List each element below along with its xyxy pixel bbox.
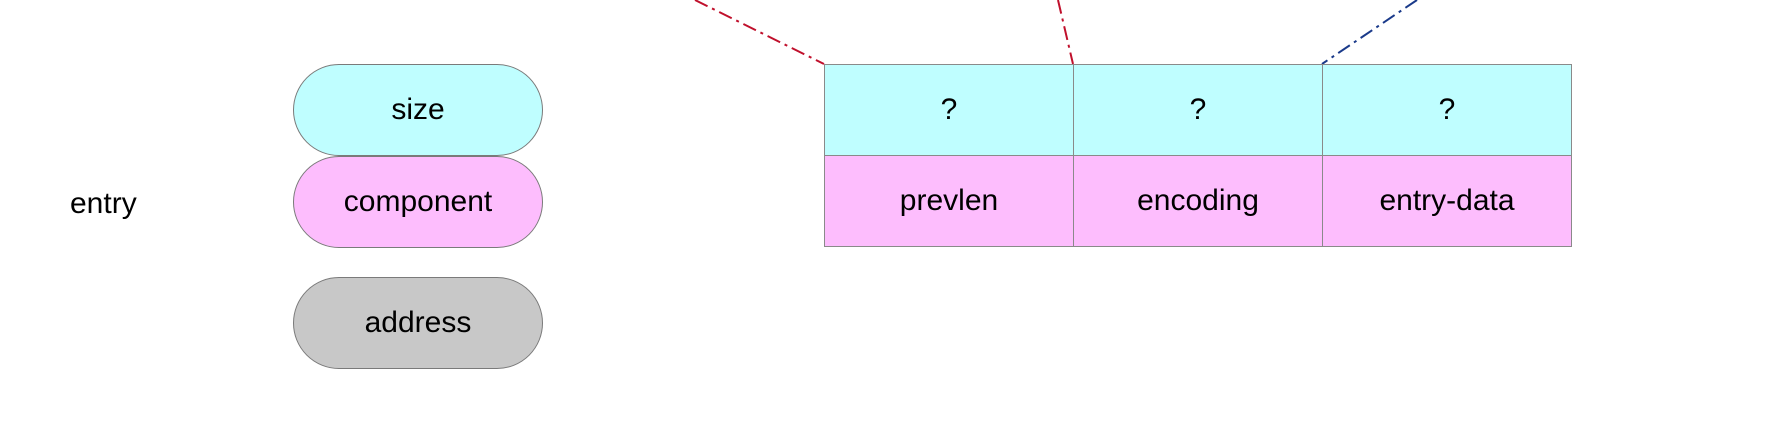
legend-size-pill: size [293, 64, 543, 156]
component-cell-entry-data: entry-data [1322, 155, 1572, 247]
legend-component-pill: component [293, 156, 543, 248]
size-cell-prevlen: ? [824, 64, 1074, 156]
legend-address-pill: address [293, 277, 543, 369]
size-cell-encoding: ? [1073, 64, 1323, 156]
size-cell-entry-data: ? [1322, 64, 1572, 156]
component-cell-encoding: encoding [1073, 155, 1323, 247]
blue-dashdot-connector-right [1321, 0, 1418, 65]
entry-label: entry [70, 187, 137, 220]
red-dashdot-connector-middle [1057, 0, 1074, 65]
component-cell-prevlen: prevlen [824, 155, 1074, 247]
red-dashdot-connector-left [694, 0, 825, 65]
